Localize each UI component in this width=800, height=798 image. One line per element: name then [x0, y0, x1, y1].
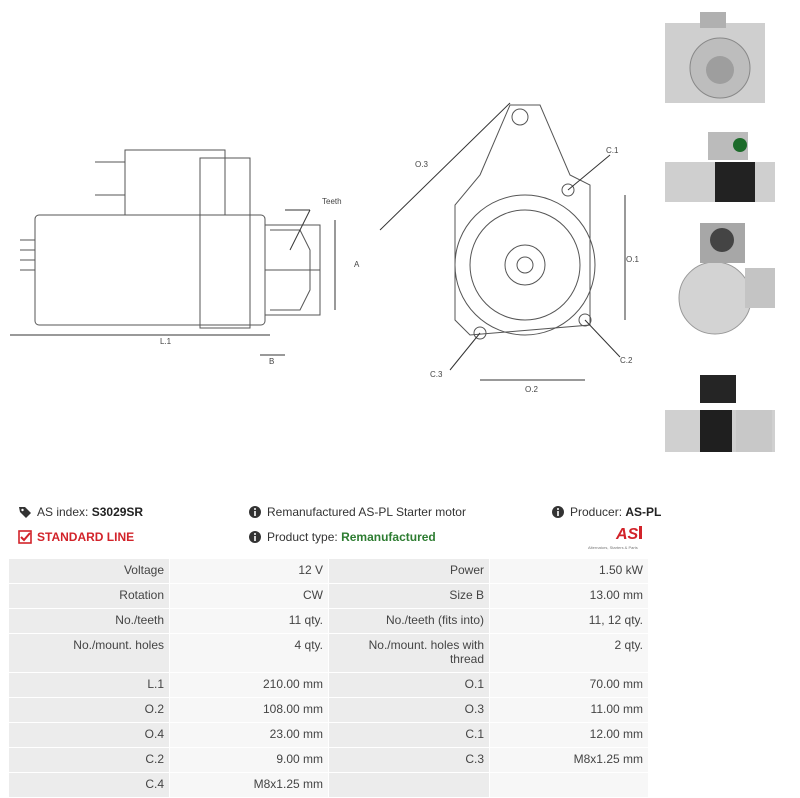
info-icon — [552, 506, 564, 518]
spec-row: Voltage 12 V Power 1.50 kW — [8, 558, 649, 584]
spec-label: No./mount. holes — [8, 633, 170, 673]
spec-value: 70.00 mm — [489, 672, 649, 698]
spec-row: C.2 9.00 mm C.3 M8x1.25 mm — [8, 747, 649, 773]
spec-label: O.4 — [8, 722, 170, 748]
side-view-drawing: Teeth A L.1 B — [10, 149, 360, 366]
spec-label: Voltage — [8, 558, 170, 584]
spec-value: 11, 12 qty. — [489, 608, 649, 634]
spec-row: C.4 M8x1.25 mm — [8, 772, 649, 798]
as-index: AS index: S3029SR — [18, 505, 143, 519]
spec-value — [489, 772, 649, 798]
spec-value: 9.00 mm — [169, 747, 329, 773]
label-a: A — [354, 260, 360, 269]
description-text: Remanufactured AS-PL Starter motor — [267, 505, 466, 519]
spec-value: 4 qty. — [169, 633, 329, 673]
spec-value: 108.00 mm — [169, 697, 329, 723]
spec-row: O.2 108.00 mm O.3 11.00 mm — [8, 697, 649, 723]
spec-value: 11.00 mm — [489, 697, 649, 723]
spec-label: Size B — [328, 583, 490, 609]
spec-table: Voltage 12 V Power 1.50 kW Rotation CW S… — [8, 558, 649, 798]
label-c3: C.3 — [430, 370, 443, 379]
label-o3: O.3 — [415, 160, 428, 169]
spec-label: C.4 — [8, 772, 170, 798]
spec-value: 11 qty. — [169, 608, 329, 634]
label-b: B — [269, 357, 274, 366]
tag-icon — [19, 507, 31, 518]
svg-text:Alternators, Starters & Parts: Alternators, Starters & Parts — [588, 545, 638, 550]
label-c2: C.2 — [620, 356, 633, 365]
checkbox-checked-icon — [18, 530, 32, 544]
as-index-label: AS index: — [37, 505, 89, 519]
producer-label: Producer: — [570, 505, 623, 519]
spec-value: 2 qty. — [489, 633, 649, 673]
producer-value: AS-PL — [625, 505, 662, 519]
spec-value: 23.00 mm — [169, 722, 329, 748]
spec-label: C.2 — [8, 747, 170, 773]
spec-label: Power — [328, 558, 490, 584]
label-o1: O.1 — [626, 255, 639, 264]
front-view-drawing: O.3 C.1 O.1 C.3 C.2 O.2 — [379, 102, 639, 394]
spec-row: Rotation CW Size B 13.00 mm — [8, 583, 649, 609]
spec-value: 210.00 mm — [169, 672, 329, 698]
as-pl-logo: AS Alternators, Starters & Parts — [588, 526, 642, 550]
spec-label: O.3 — [328, 697, 490, 723]
info-icon — [249, 506, 261, 518]
producer: Producer: AS-PL — [551, 505, 661, 519]
starter-photo-front[interactable] — [660, 8, 776, 108]
spec-row: No./teeth 11 qty. No./teeth (fits into) … — [8, 608, 649, 634]
spec-value: M8x1.25 mm — [489, 747, 649, 773]
spec-value: CW — [169, 583, 329, 609]
starter-photo-side-bottom[interactable] — [660, 370, 776, 460]
starter-photo-rear[interactable] — [660, 218, 776, 338]
spec-value: 1.50 kW — [489, 558, 649, 584]
spec-row: No./mount. holes 4 qty. No./mount. holes… — [8, 633, 649, 673]
label-l1: L.1 — [160, 337, 172, 346]
spec-label: C.3 — [328, 747, 490, 773]
product-type-value: Remanufactured — [341, 530, 436, 544]
spec-label: L.1 — [8, 672, 170, 698]
product-info: AS index: S3029SR STANDARD LINE Remanufa… — [0, 500, 800, 556]
spec-label: O.1 — [328, 672, 490, 698]
spec-row: L.1 210.00 mm O.1 70.00 mm — [8, 672, 649, 698]
standard-line-text: STANDARD LINE — [37, 530, 135, 544]
spec-label: No./teeth — [8, 608, 170, 634]
spec-value: 12 V — [169, 558, 329, 584]
spec-label: Rotation — [8, 583, 170, 609]
spec-label — [328, 772, 490, 798]
label-teeth: Teeth — [322, 197, 342, 206]
technical-drawing: Teeth A L.1 B O.3 C.1 O.1 C.3 C.2 O.2 — [10, 8, 776, 460]
spec-label: O.2 — [8, 697, 170, 723]
spec-label: C.1 — [328, 722, 490, 748]
as-index-value: S3029SR — [91, 505, 144, 519]
label-o2: O.2 — [525, 385, 538, 394]
spec-value: 12.00 mm — [489, 722, 649, 748]
svg-text:AS: AS — [615, 526, 639, 543]
standard-line: STANDARD LINE — [18, 530, 134, 544]
info-icon — [249, 531, 261, 543]
spec-label: No./mount. holes with thread — [328, 633, 490, 673]
spec-value: M8x1.25 mm — [169, 772, 329, 798]
description: Remanufactured AS-PL Starter motor — [248, 505, 466, 519]
starter-photo-side-top[interactable] — [660, 120, 776, 215]
product-type: Product type: Remanufactured — [248, 530, 436, 544]
spec-row: O.4 23.00 mm C.1 12.00 mm — [8, 722, 649, 748]
spec-label: No./teeth (fits into) — [328, 608, 490, 634]
product-type-label: Product type: — [267, 530, 338, 544]
spec-value: 13.00 mm — [489, 583, 649, 609]
label-c1: C.1 — [606, 146, 619, 155]
